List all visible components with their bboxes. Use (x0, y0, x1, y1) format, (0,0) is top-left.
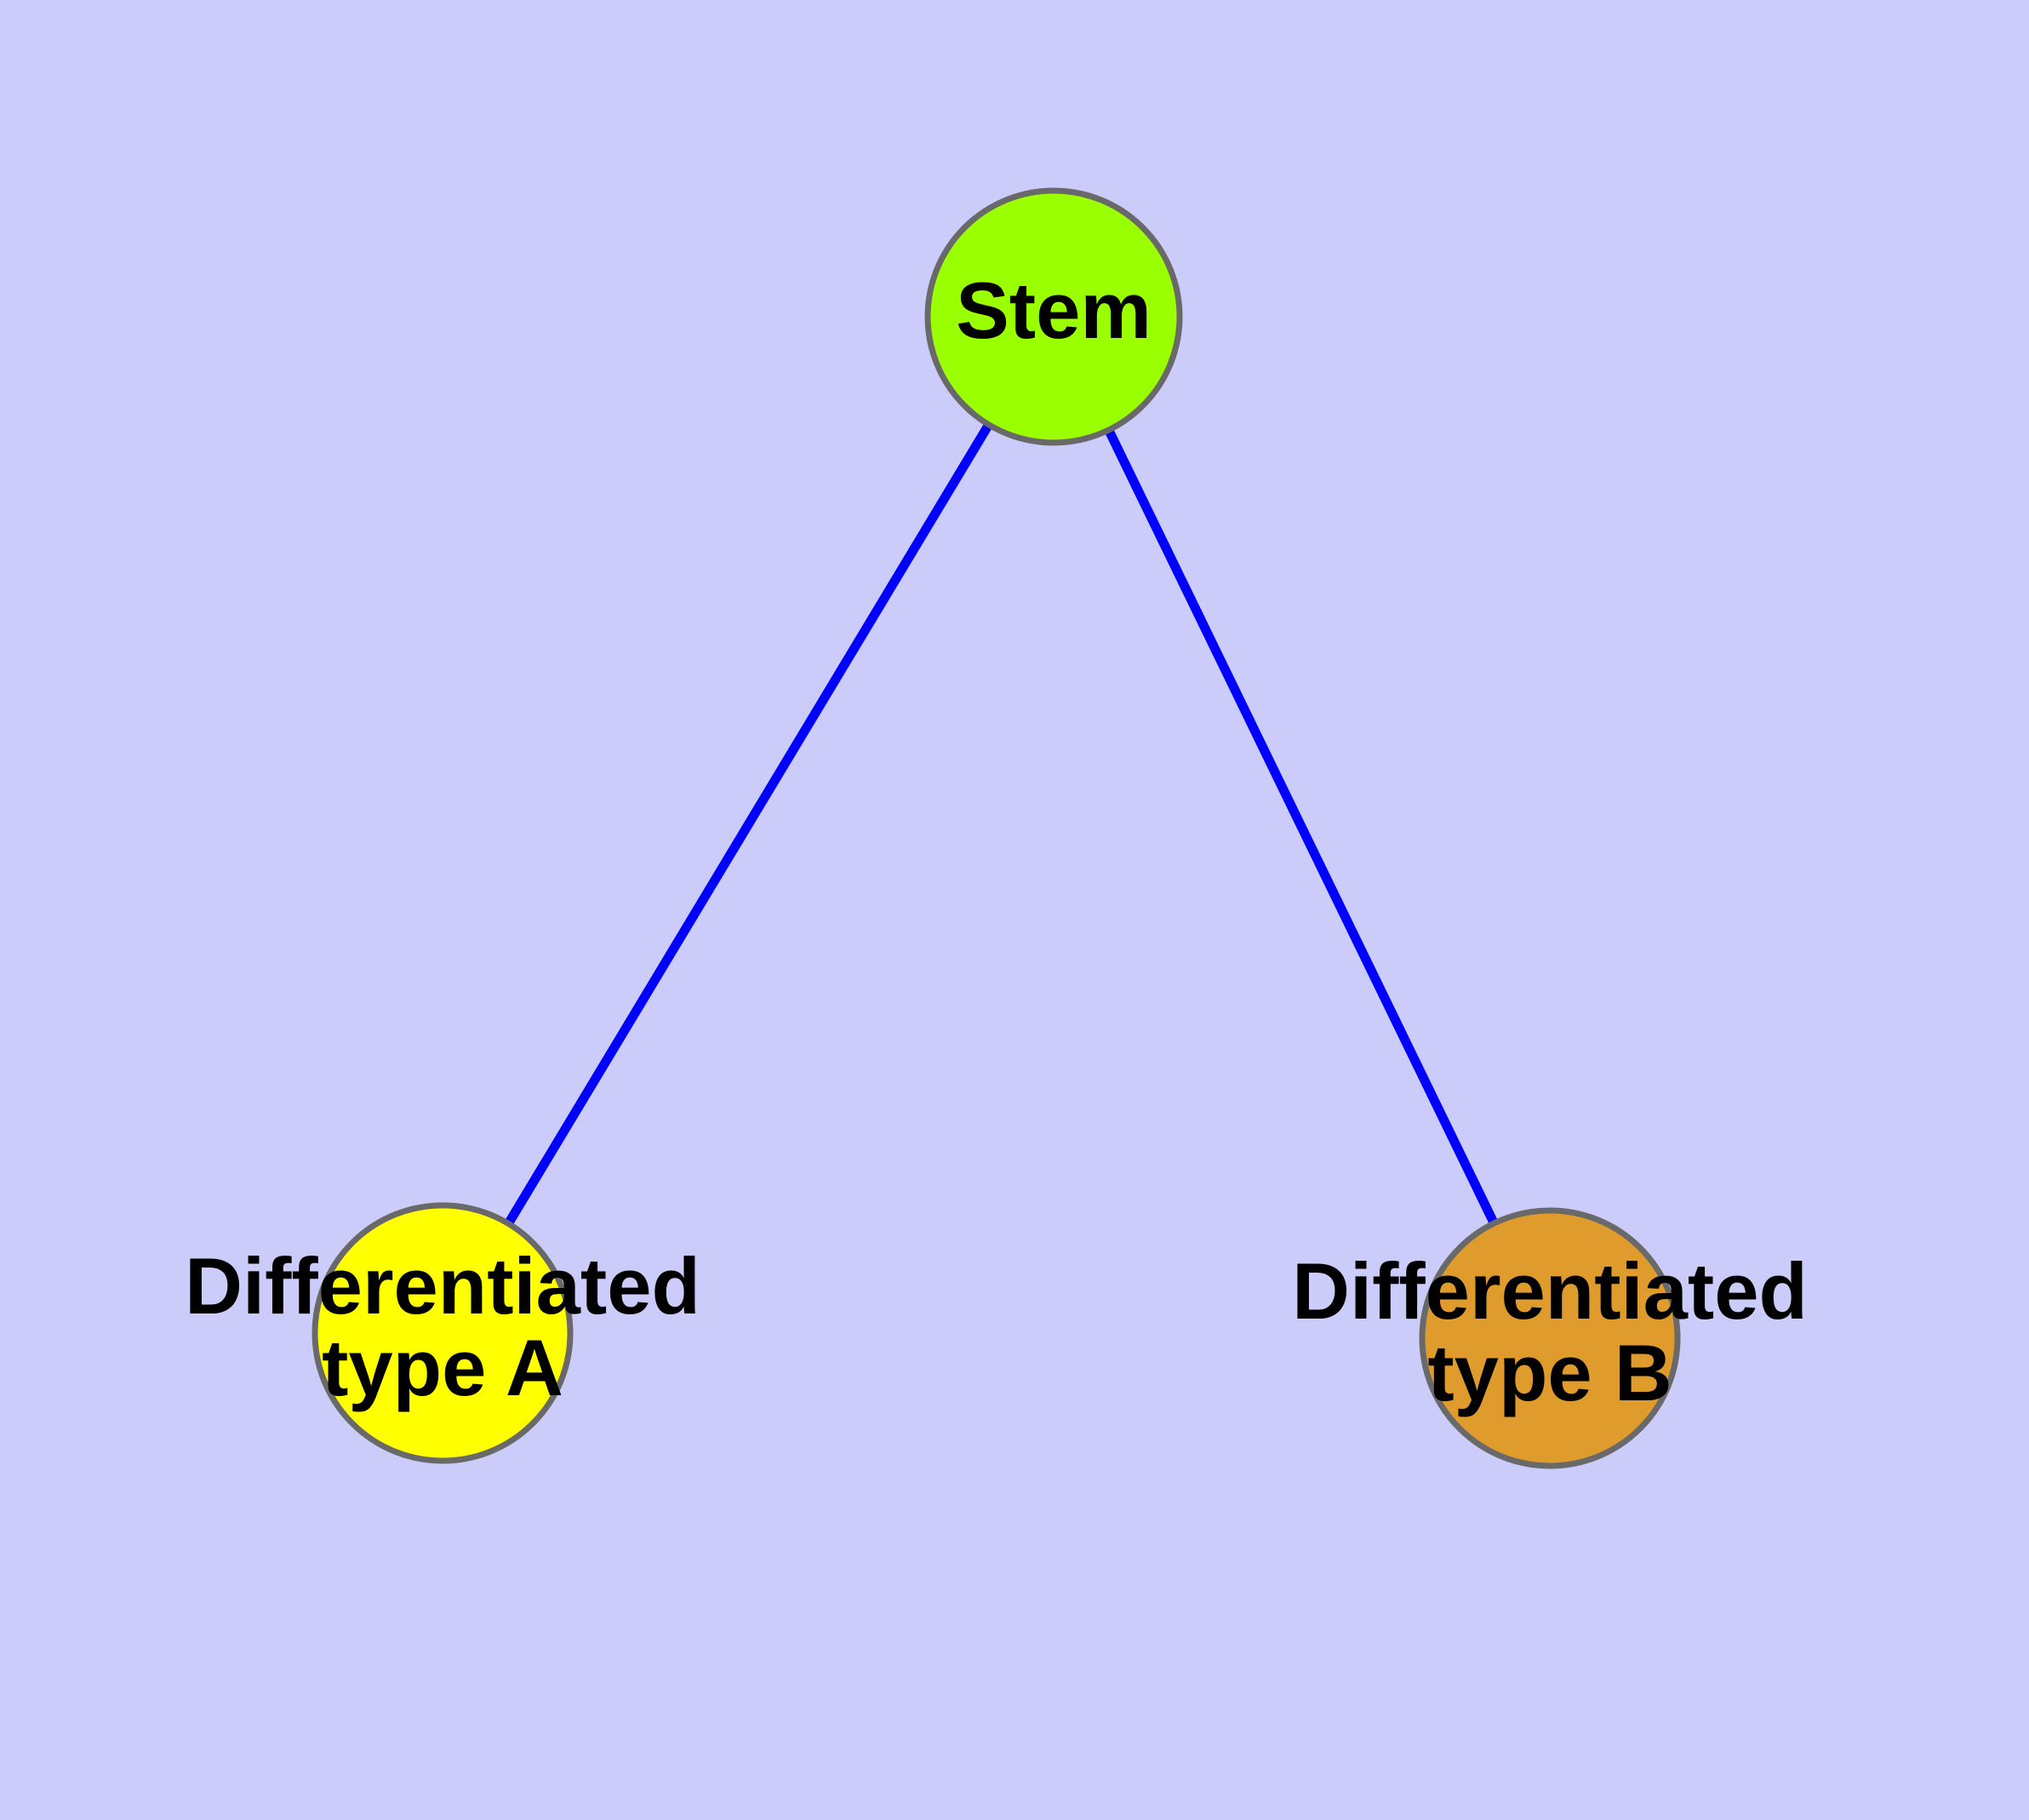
node-label-line: type A (322, 1323, 563, 1412)
node-layer (311, 187, 1681, 1469)
node-label-line: Stem (956, 266, 1152, 355)
node-label-line: Differentiated (1292, 1246, 1808, 1336)
edge-stem-to-differentiated-type-a[interactable] (504, 421, 993, 1227)
edge-stem-to-differentiated-type-b[interactable] (1104, 427, 1499, 1226)
node-differentiated-type-b[interactable] (1419, 1207, 1681, 1469)
edge-layer (504, 421, 1499, 1227)
node-label-line: type B (1427, 1328, 1672, 1417)
node-label-stem: Stem (956, 266, 1152, 355)
node-stem[interactable] (924, 187, 1183, 446)
node-label-line: Differentiated (185, 1241, 700, 1331)
node-differentiated-type-a[interactable] (311, 1202, 574, 1464)
